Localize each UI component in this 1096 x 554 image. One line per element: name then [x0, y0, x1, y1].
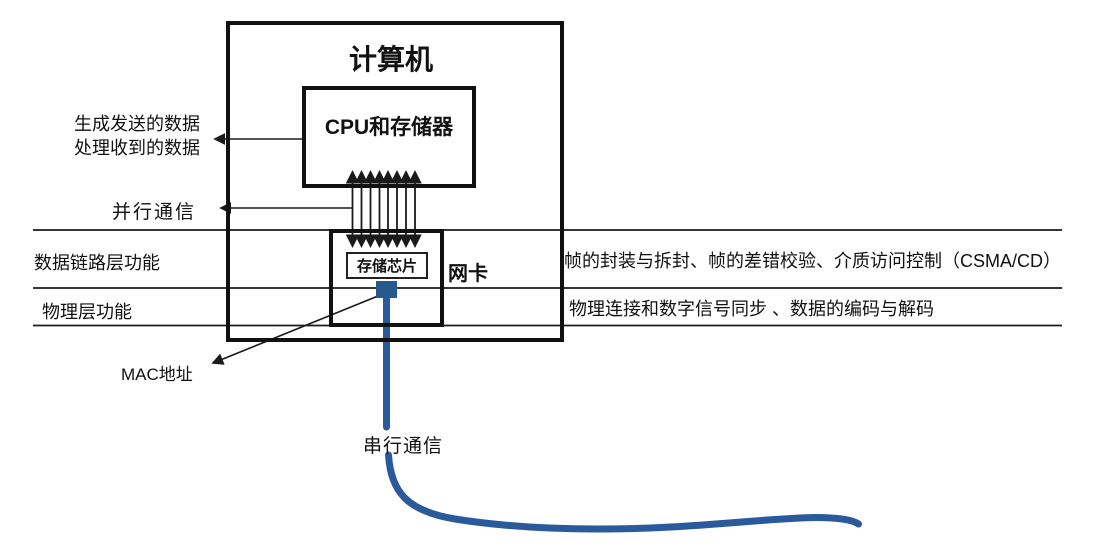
nic-label: 网卡	[448, 263, 488, 285]
physical-functions-text: 物理连接和数字信号同步 、数据的编码与解码	[569, 299, 934, 319]
computer-title: 计算机	[348, 44, 433, 75]
storage-chip-label: 存储芯片	[356, 258, 417, 275]
parallel-comm-label: 并行通信	[112, 202, 197, 223]
datalink-layer-label: 数据链路层功能	[34, 253, 160, 273]
serial-comm-label: 串行通信	[363, 436, 444, 457]
datalink-functions-text: 帧的封装与拆封、帧的差错校验、介质访问控制（CSMA/CD）	[564, 251, 1062, 271]
mac-address-arrow	[211, 293, 384, 365]
mac-address-label: MAC地址	[121, 365, 193, 384]
serial-cable	[383, 290, 862, 533]
nic-box	[329, 229, 444, 327]
mac-chip-square	[376, 281, 397, 298]
cpu-memory-label: CPU和存储器	[324, 116, 454, 139]
computer-box	[226, 21, 564, 342]
layer-divider-lines	[33, 229, 1062, 327]
data-processing-line1: 生成发送的数据	[74, 114, 200, 134]
physical-layer-label: 物理层功能	[42, 302, 132, 322]
cpu-memory-box	[302, 86, 476, 188]
data-processing-label: 生成发送的数据 处理收到的数据	[30, 112, 200, 160]
storage-chip-box: 存储芯片	[346, 252, 428, 279]
data-processing-line2: 处理收到的数据	[74, 138, 200, 158]
